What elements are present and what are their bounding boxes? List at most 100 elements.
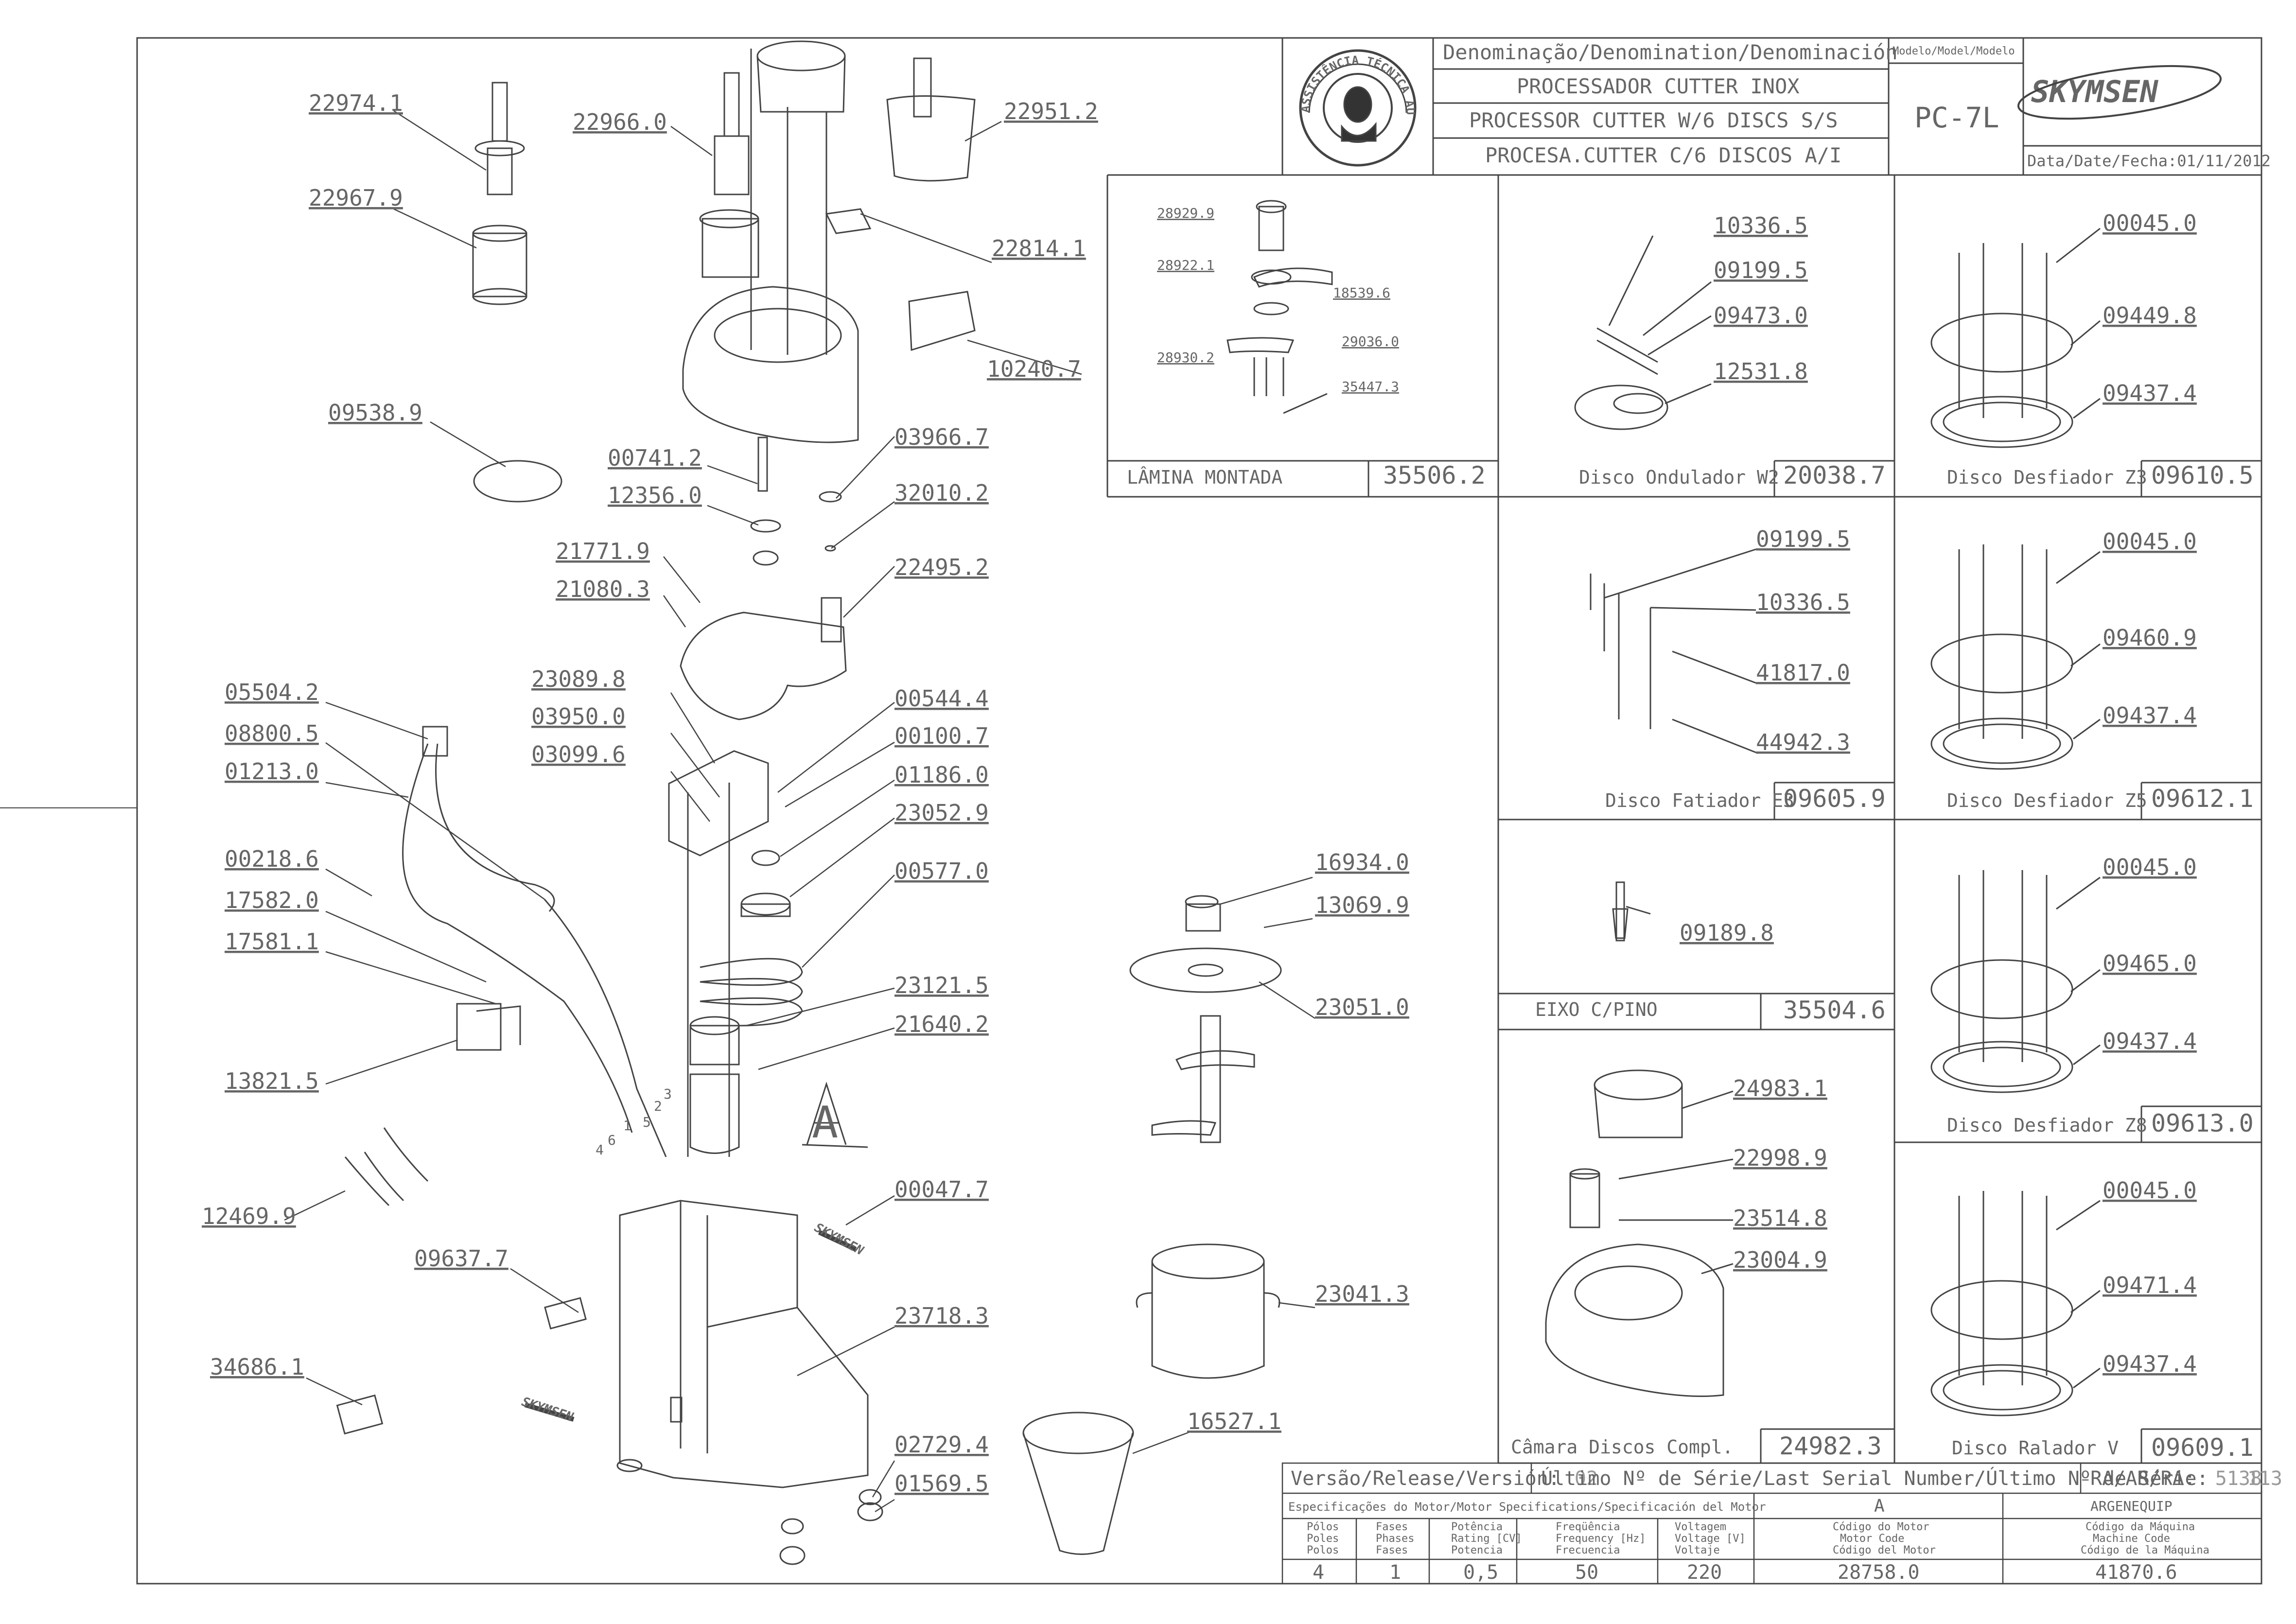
z3-part-2: 09449.8 <box>2103 302 2197 329</box>
callout-21640-2: 21640.2 <box>894 1011 989 1037</box>
fatiador-part-3: 41817.0 <box>1756 660 1850 686</box>
panel-camara-discos: 24983.1 22998.9 23514.8 23004.9 Câmara D… <box>1511 1069 1882 1460</box>
exploded-view-drawing <box>336 40 1282 1565</box>
wire-number-5: 5 <box>643 1114 651 1130</box>
svg-text:Pólos: Pólos <box>1307 1521 1339 1533</box>
z5-code: 09612.1 <box>2151 785 2254 813</box>
fatiador-code: 09605.9 <box>1783 785 1886 813</box>
svg-text:Voltaje: Voltaje <box>1675 1544 1720 1556</box>
panel-lamina-montada: 28929.9 28922.1 18539.6 29036.0 28930.2 … <box>1127 200 1486 489</box>
callout-09637-7: 09637.7 <box>414 1245 508 1272</box>
lamina-part-5: 28930.2 <box>1157 349 1214 366</box>
callout-01186-0: 01186.0 <box>894 762 989 788</box>
svg-text:Polos: Polos <box>1307 1544 1339 1556</box>
lamina-caption: LÂMINA MONTADA <box>1127 467 1282 488</box>
callout-00577-0: 00577.0 <box>894 858 989 884</box>
callout-03966-7: 03966.7 <box>894 424 989 450</box>
callout-17581-1: 17581.1 <box>225 928 319 955</box>
z8-part-3: 09437.4 <box>2103 1028 2197 1054</box>
callout-17582-0: 17582.0 <box>225 887 319 913</box>
callout-22974-1: 22974.1 <box>309 90 403 116</box>
callout-08800-5: 08800.5 <box>225 720 319 747</box>
callout-13069-9: 13069.9 <box>1315 892 1409 918</box>
callout-10240-7: 10240.7 <box>987 356 1081 382</box>
eixo-code: 35504.6 <box>1783 996 1886 1024</box>
camara-caption: Câmara Discos Compl. <box>1511 1436 1734 1458</box>
col-machine-code: Código da Máquina Machine Code Código de… <box>2081 1521 2209 1584</box>
callout-22966-0: 22966.0 <box>573 109 667 135</box>
svg-text:Voltage [V]: Voltage [V] <box>1675 1533 1746 1545</box>
svg-text:Código da Máquina: Código da Máquina <box>2086 1521 2195 1533</box>
svg-text:Código de la Máquina: Código de la Máquina <box>2081 1544 2209 1556</box>
callout-02729-4: 02729.4 <box>894 1432 989 1458</box>
callout-09538-9: 09538.9 <box>328 400 422 426</box>
value-phases: 1 <box>1389 1561 1401 1584</box>
brand-logo: SKYMSEN <box>2031 74 2158 109</box>
detail-panels-grid <box>1106 174 2262 1464</box>
footer-text: Versão/Release/Versión:02 Último Nº de S… <box>1288 1467 2282 1584</box>
brand-logo-swoosh <box>2017 65 2222 120</box>
value-frequency: 50 <box>1575 1561 1598 1584</box>
z5-caption: Disco Desfiador Z5 <box>1947 790 2147 811</box>
callout-01213-0: 01213.0 <box>225 758 319 785</box>
serial-label: Último Nº de Série/Last Serial Number/Úl… <box>1541 1467 2282 1490</box>
svg-text:Phases: Phases <box>1376 1533 1414 1545</box>
col-phases: Fases Phases Fases 1 <box>1376 1521 1414 1584</box>
fatiador-part-2: 10336.5 <box>1756 589 1850 615</box>
wire-number-6: 6 <box>608 1132 616 1148</box>
model-header: Modelo/Model/Modelo <box>1893 45 2015 57</box>
z5-part-1: 00045.0 <box>2103 528 2197 555</box>
callout-23718-3: 23718.3 <box>894 1303 989 1329</box>
callout-23051-0: 23051.0 <box>1315 994 1409 1020</box>
main-callouts: 22974.1 22967.9 22966.0 22951.2 22814.1 … <box>202 90 1409 1497</box>
svg-text:Motor Code: Motor Code <box>1840 1533 1904 1545</box>
panel-eixo-pino: 09189.8 EIXO C/PINO 35504.6 <box>1535 881 1886 1024</box>
lamina-part-1: 28929.9 <box>1157 205 1214 221</box>
panel-desfiador-z3: 00045.0 09449.8 09437.4 Disco Desfiador … <box>1930 210 2254 489</box>
z8-code: 09613.0 <box>2151 1109 2254 1137</box>
callout-22967-9: 22967.9 <box>309 185 403 211</box>
callout-16934-0: 16934.0 <box>1315 849 1409 875</box>
callout-05504-2: 05504.2 <box>225 679 319 705</box>
wire-number-2: 2 <box>654 1098 662 1114</box>
ralador-part-2: 09471.4 <box>2103 1272 2197 1298</box>
machine-name-pt: PROCESSADOR CUTTER INOX <box>1517 74 1800 98</box>
value-machine-code: 41870.6 <box>2095 1561 2177 1584</box>
svg-text:Voltagem: Voltagem <box>1675 1521 1726 1533</box>
z8-caption: Disco Desfiador Z8 <box>1947 1115 2147 1136</box>
callout-21080-3: 21080.3 <box>556 576 650 602</box>
col-voltage: Voltagem Voltage [V] Voltaje 220 <box>1675 1521 1746 1584</box>
z3-part-1: 00045.0 <box>2103 210 2197 236</box>
callout-32010-2: 32010.2 <box>894 480 989 506</box>
ondulador-caption: Disco Ondulador W2 <box>1579 467 1779 488</box>
lamina-part-6: 35447.3 <box>1342 379 1399 395</box>
detail-marker-a: A <box>812 1097 838 1148</box>
motor-letter: A <box>1874 1496 1885 1516</box>
callout-00741-2: 00741.2 <box>608 445 702 471</box>
z3-code: 09610.5 <box>2151 461 2254 489</box>
panel-disco-ondulador: 10336.5 09199.5 09473.0 12531.8 Disco On… <box>1574 212 1886 489</box>
svg-text:Fases: Fases <box>1376 1521 1408 1533</box>
callout-23089-8: 23089.8 <box>531 666 626 692</box>
camara-part-2: 22998.9 <box>1733 1145 1827 1171</box>
fatiador-part-4: 44942.3 <box>1756 729 1850 755</box>
callout-00218-6: 00218.6 <box>225 846 319 872</box>
svg-text:Poles: Poles <box>1307 1533 1339 1545</box>
ondulador-code: 20038.7 <box>1783 461 1886 489</box>
ondulador-part-4: 12531.8 <box>1714 358 1808 384</box>
title-block: Denominação/Denomination/Denominación PR… <box>0 0 2271 176</box>
lamina-part-3: 18539.6 <box>1333 285 1390 301</box>
leader-lines <box>284 110 1315 1513</box>
svg-text:Código del Motor: Código del Motor <box>1833 1544 1936 1556</box>
manufacturer: ARGENEQUIP <box>2090 1498 2173 1514</box>
ondulador-part-3: 09473.0 <box>1714 302 1808 329</box>
svg-text:Rating [CV]: Rating [CV] <box>1451 1533 1522 1545</box>
value-rating: 0,5 <box>1463 1561 1498 1584</box>
stamp-text: ASSISTÊNCIA TÉCNICA AUTORIZADA <box>0 0 1417 115</box>
svg-text:Fases: Fases <box>1376 1544 1408 1556</box>
camara-part-3: 23514.8 <box>1733 1205 1827 1231</box>
value-voltage: 220 <box>1687 1561 1722 1584</box>
z3-caption: Disco Desfiador Z3 <box>1947 467 2147 488</box>
value-poles: 4 <box>1313 1561 1324 1584</box>
ondulador-part-1: 10336.5 <box>1714 212 1808 239</box>
